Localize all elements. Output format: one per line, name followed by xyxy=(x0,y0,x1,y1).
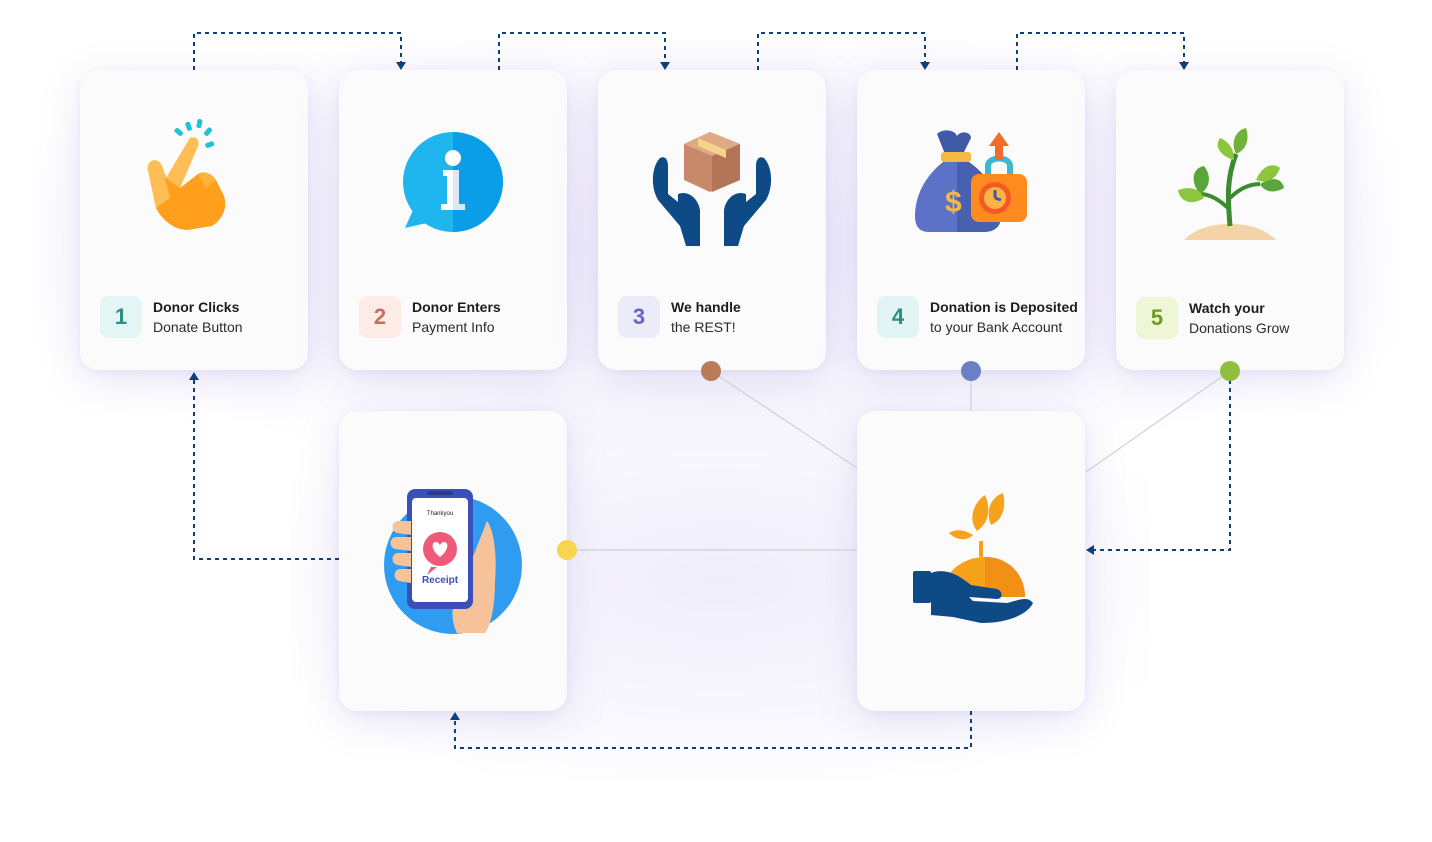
step-label-2: 2 Donor Enters Payment Info xyxy=(359,296,501,338)
step-title: Watch your xyxy=(1189,300,1265,316)
step-card-4: $ 4 Donation is Deposited to your Bank A… xyxy=(857,70,1085,370)
arrowhead-icon xyxy=(1179,62,1189,70)
step-card-5: 5 Watch your Donations Grow xyxy=(1116,70,1344,370)
receipt-card: Thankyou Receipt xyxy=(339,411,567,711)
info-bubble-icon xyxy=(403,132,503,232)
step-number-badge: 5 xyxy=(1136,297,1178,339)
step-title: We handle xyxy=(671,299,741,315)
step-subtitle: Donations Grow xyxy=(1189,320,1290,336)
step-subtitle: Donate Button xyxy=(153,319,243,335)
step-card-1: 1 Donor Clicks Donate Button xyxy=(80,70,308,370)
phone-receipt-icon: Thankyou Receipt xyxy=(384,489,522,634)
step-number-badge: 4 xyxy=(877,296,919,338)
step-title: Donor Enters xyxy=(412,299,501,315)
arrowhead-icon xyxy=(450,712,460,720)
step-label-3: 3 We handle the REST! xyxy=(618,296,741,338)
receipt-header-text: Thankyou xyxy=(427,511,453,517)
dashed-arrow-4-5 xyxy=(1016,32,1185,70)
step-label-1: 1 Donor Clicks Donate Button xyxy=(100,296,243,338)
step-number-badge: 1 xyxy=(100,296,142,338)
dashed-arrow-3-4 xyxy=(757,32,926,70)
arrowhead-icon xyxy=(1086,545,1094,555)
dashed-arrow-handsun-receipt xyxy=(454,711,972,749)
package-hands-icon xyxy=(652,132,772,246)
hand-sun-card xyxy=(857,411,1085,711)
dashed-arrow-1-2 xyxy=(193,32,402,70)
receipt-label-text: Receipt xyxy=(422,575,459,586)
arrowhead-icon xyxy=(396,62,406,70)
step-title: Donation is Deposited xyxy=(930,299,1078,315)
arrowhead-icon xyxy=(920,62,930,70)
node-dot-green xyxy=(1220,361,1240,381)
money-bag-lock-icon: $ xyxy=(915,130,1027,232)
step-card-2: 2 Donor Enters Payment Info xyxy=(339,70,567,370)
node-dot-yellow xyxy=(557,540,577,560)
step-subtitle: to your Bank Account xyxy=(930,319,1063,335)
connector-line xyxy=(710,370,858,469)
dashed-arrow-2-3 xyxy=(498,32,666,70)
step-label-4: 4 Donation is Deposited to your Bank Acc… xyxy=(877,296,1078,338)
step-subtitle: Payment Info xyxy=(412,319,495,335)
arrowhead-icon xyxy=(660,62,670,70)
step-subtitle: the REST! xyxy=(671,319,736,335)
dashed-arrow-receipt-1 xyxy=(193,380,339,560)
arrowhead-icon xyxy=(189,372,199,380)
step-label-5: 5 Watch your Donations Grow xyxy=(1136,297,1289,339)
hand-sun-icon xyxy=(913,493,1033,623)
node-dot-blue xyxy=(961,361,981,381)
sprout-icon xyxy=(1178,128,1284,240)
step-number-badge: 2 xyxy=(359,296,401,338)
connector-line xyxy=(1085,370,1231,473)
svg-text:$: $ xyxy=(945,186,962,219)
step-title: Donor Clicks xyxy=(153,299,240,315)
step-card-3: 3 We handle the REST! xyxy=(598,70,826,370)
step-number-badge: 3 xyxy=(618,296,660,338)
tap-hand-icon xyxy=(147,119,226,230)
dashed-arrow-5-handsun xyxy=(1094,380,1231,551)
node-dot-brown xyxy=(701,361,721,381)
